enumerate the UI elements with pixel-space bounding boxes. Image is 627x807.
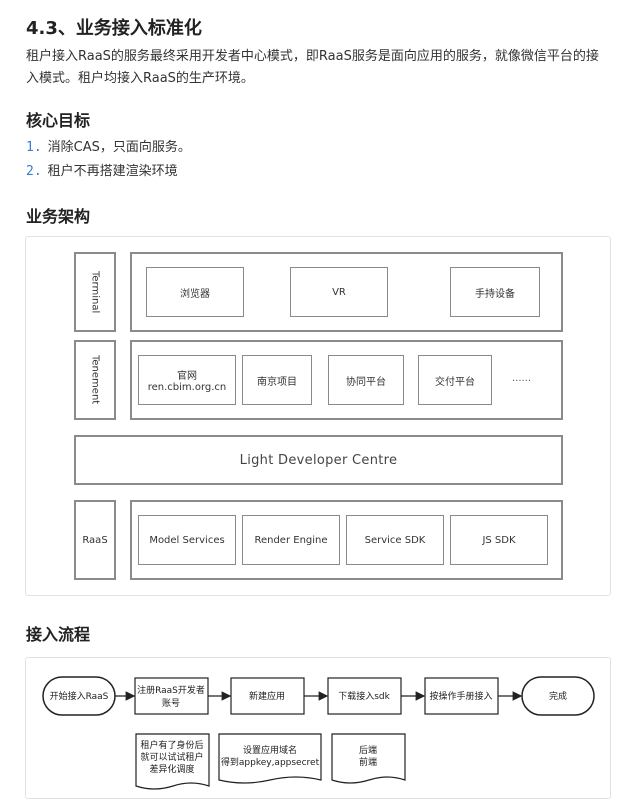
flow-note-3-text-1: 后端 [359, 744, 377, 756]
raas-layer-label: RaaS [74, 500, 116, 580]
flow-note-3-text-2: 前端 [359, 756, 377, 768]
goals-heading: 核心目标 [26, 111, 91, 130]
nanjing-project-box: 南京项目 [242, 355, 312, 405]
flow-note-1 [135, 733, 210, 790]
flow-note-2-text-1: 设置应用域名 [243, 744, 297, 756]
collaboration-platform-box: 协同平台 [328, 355, 404, 405]
render-engine-box: Render Engine [242, 515, 340, 565]
flow-start-text: 开始接入RaaS [50, 690, 109, 702]
js-sdk-box: JS SDK [450, 515, 548, 565]
flow-svg: 开始接入RaaS 注册RaaS开发者 账号 新建应用 下载接入sdk 按操作手册… [42, 676, 595, 790]
flow-new-app-text: 新建应用 [249, 690, 285, 702]
list-item: 2.租户不再搭建渲染环境 [26, 164, 178, 179]
delivery-platform-box: 交付平台 [418, 355, 492, 405]
flow-download-text: 下载接入sdk [338, 690, 390, 702]
flow-note-2-text-2: 得到appkey,appsecret [221, 756, 320, 768]
architecture-heading: 业务架构 [26, 207, 91, 226]
intro-paragraph: 租户接入RaaS的服务最终采用开发者中心模式，即RaaS服务是面向应用的服务，就… [26, 49, 599, 86]
official-site-box: 官网 ren.cbim.org.cn [138, 355, 236, 405]
flow-note-1-text-3: 差异化调度 [149, 763, 194, 775]
section-title: 4.3、业务接入标准化 [26, 18, 202, 39]
more-ellipsis: ...... [512, 373, 532, 384]
flow-note-1-text-1: 租户有了身份后 [140, 739, 203, 751]
model-services-box: Model Services [138, 515, 236, 565]
flow-note-2 [218, 733, 322, 784]
browser-box: 浏览器 [146, 267, 244, 317]
handheld-box: 手持设备 [450, 267, 540, 317]
flow-register-text-1: 注册RaaS开发者 [137, 684, 205, 696]
flow-note-1-text-2: 就可以试试租户 [140, 751, 203, 763]
ldc-layer: Light Developer Centre [74, 435, 563, 485]
flow-heading: 接入流程 [26, 625, 91, 644]
flow-manual-text: 按操作手册接入 [429, 690, 492, 702]
service-sdk-box: Service SDK [346, 515, 444, 565]
flow-end-text: 完成 [549, 690, 567, 702]
architecture-diagram: Terminal 浏览器 VR 手持设备 Tenement 官网 ren.cbi… [25, 236, 611, 596]
vr-box: VR [290, 267, 388, 317]
tenement-layer-label: Tenement [74, 340, 116, 420]
flow-register-text-2: 账号 [162, 698, 180, 709]
terminal-layer-label: Terminal [74, 252, 116, 332]
flow-diagram: 开始接入RaaS 注册RaaS开发者 账号 新建应用 下载接入sdk 按操作手册… [25, 657, 611, 799]
list-item: 1.消除CAS，只面向服务。 [26, 140, 191, 155]
flow-note-3 [331, 733, 406, 784]
goals-list: 1.消除CAS，只面向服务。 2.租户不再搭建渲染环境 [26, 136, 191, 184]
